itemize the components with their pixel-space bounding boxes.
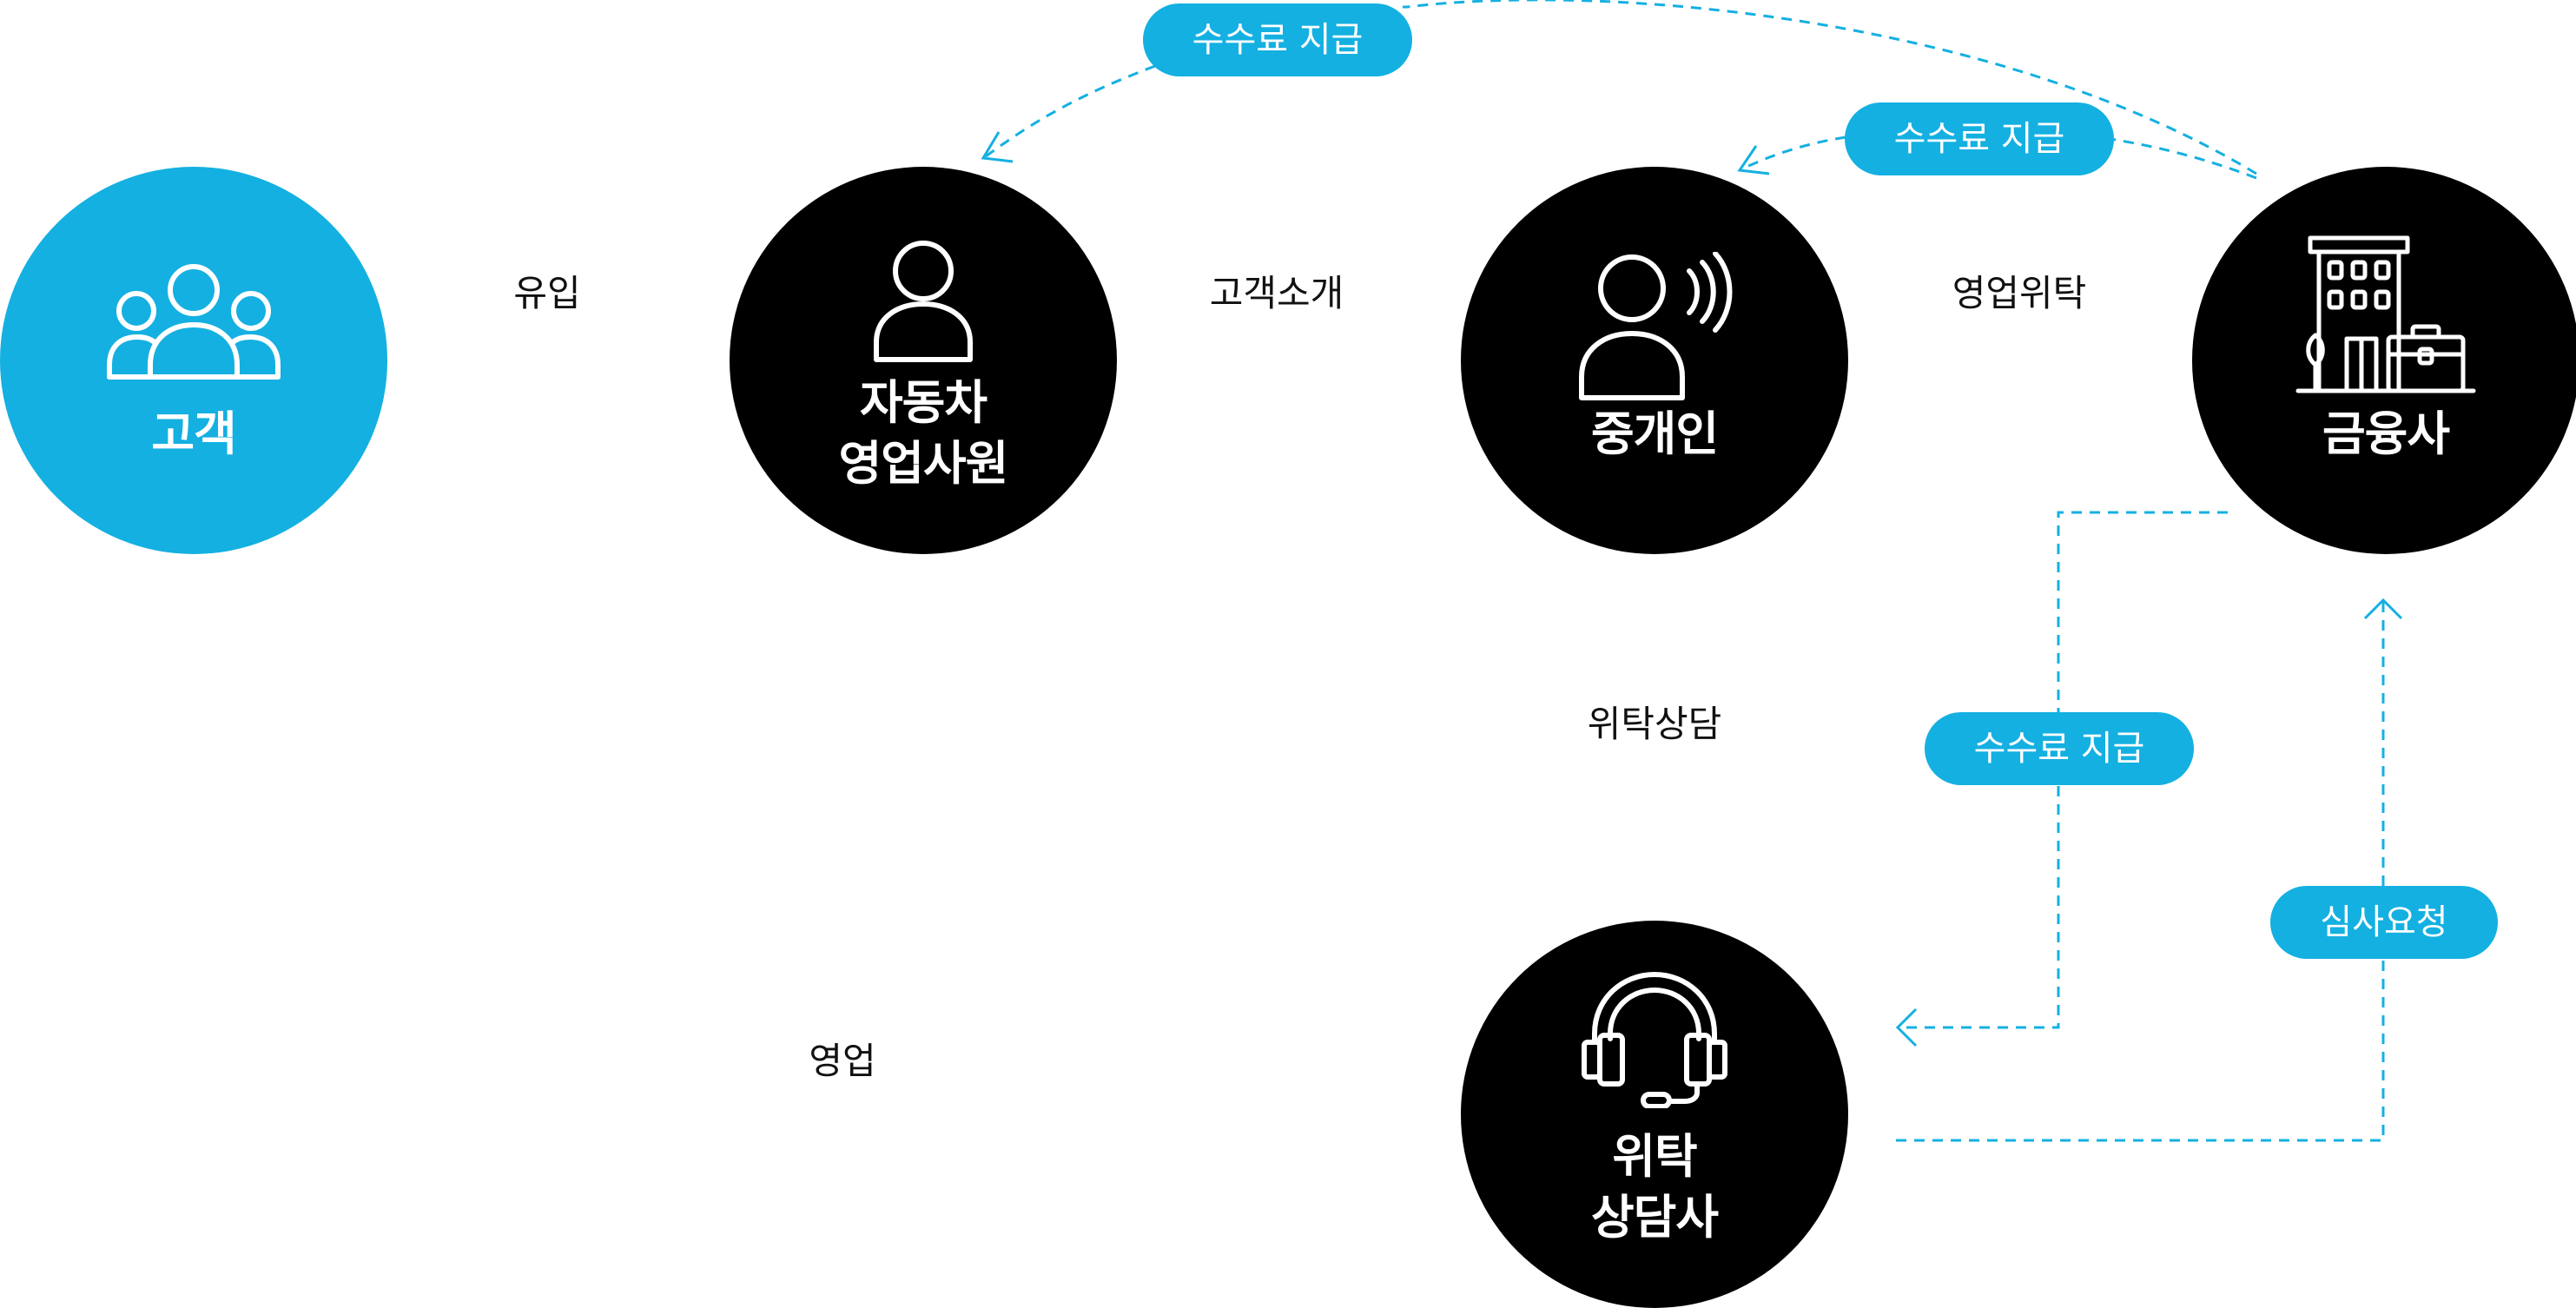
node-consulting: 위탁 상담사: [1461, 921, 1848, 1308]
arrowhead-finance: [2363, 598, 2403, 620]
connector-fee-to-salesperson: [985, 0, 2257, 175]
edge-label-inflow: 유입: [513, 272, 581, 314]
finance-label: 금융사: [2322, 406, 2450, 461]
connector-review-request: [1896, 601, 2385, 1142]
person-icon: [874, 241, 973, 362]
consulting-label-line1: 위탁: [1612, 1129, 1697, 1184]
edge-label-consignment-consulting: 위탁상담: [1587, 703, 1722, 745]
salesperson-label-line2: 영업사원: [838, 436, 1009, 491]
arrowhead-consulting: [1895, 1007, 1918, 1047]
broker-label: 중개인: [1590, 406, 1719, 461]
consulting-label-line2: 상담사: [1590, 1190, 1719, 1245]
node-salesperson: 자동차 영업사원: [730, 167, 1117, 554]
arrowhead-salesperson: [981, 131, 1014, 163]
connector-fee-to-consulting: [1898, 511, 2228, 1029]
connector-fee-to-broker: [1740, 135, 2257, 180]
headset-icon: [1582, 972, 1727, 1108]
group-icon: [107, 264, 281, 380]
pill-fee-to-salesperson: 수수료 지급: [1143, 3, 1412, 76]
edge-label-sales: 영업: [809, 1040, 876, 1082]
node-finance: 금융사: [2192, 167, 2576, 554]
pill-fee-to-broker: 수수료 지급: [1845, 102, 2114, 175]
speaking-person-icon: [1579, 252, 1733, 400]
edge-label-customer-referral: 고객소개: [1209, 272, 1344, 314]
pill-review-request: 심사요청: [2270, 886, 2498, 959]
node-broker: 중개인: [1461, 167, 1848, 554]
node-customer: 고객: [0, 167, 387, 554]
building-briefcase-icon: [2295, 235, 2476, 393]
arrowhead-broker: [1737, 145, 1770, 175]
salesperson-label-line1: 자동차: [859, 375, 987, 430]
pill-fee-to-consulting: 수수료 지급: [1925, 712, 2194, 785]
customer-label: 고객: [151, 406, 236, 461]
edge-label-sales-consignment: 영업위탁: [1952, 272, 2087, 314]
